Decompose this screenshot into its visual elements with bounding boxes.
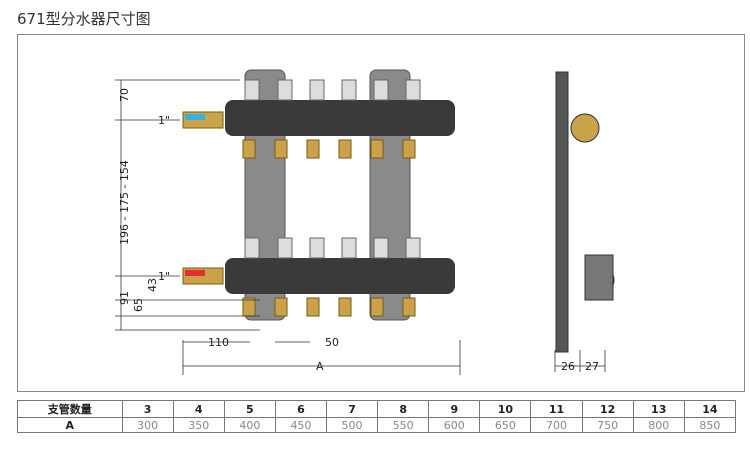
table-cell: 550 xyxy=(377,417,430,433)
row-header: 支管数量 xyxy=(17,400,123,418)
dim-110: 110 xyxy=(208,336,229,349)
table-cell: 11 xyxy=(530,400,583,418)
table-cell: 13 xyxy=(632,400,685,418)
table-cell: 7 xyxy=(325,400,379,418)
dim-A: A xyxy=(316,360,324,373)
diagram-frame xyxy=(17,34,745,392)
dim-50: 50 xyxy=(325,336,339,349)
page-title: 671型分水器尺寸图 xyxy=(17,10,151,28)
row-header: A xyxy=(17,417,123,433)
outlets xyxy=(242,139,416,317)
dim-65: 65 xyxy=(132,298,145,312)
table-cell: 350 xyxy=(172,417,225,433)
supply-bar xyxy=(225,100,455,294)
table-cell: 400 xyxy=(223,417,276,433)
side-view xyxy=(555,71,615,353)
manifold-diagram: 70 196 - 175 - 154 91 65 43 1" 1" 110 50… xyxy=(115,69,615,375)
table-cell: 750 xyxy=(581,417,634,433)
valves-top xyxy=(244,79,421,259)
dim-27: 27 xyxy=(585,360,599,373)
table-cell: 650 xyxy=(479,417,532,433)
table-cell: 9 xyxy=(428,400,481,418)
dimension-lines xyxy=(115,79,606,375)
dim-43: 43 xyxy=(146,278,159,292)
table-cell: 10 xyxy=(479,400,532,418)
dim-1in-bottom: 1" xyxy=(158,270,170,283)
table-cell: 12 xyxy=(581,400,634,418)
table-cell: 6 xyxy=(274,400,328,418)
table-cell: 850 xyxy=(683,417,737,433)
table-cell: 450 xyxy=(274,417,328,433)
table-cell: 5 xyxy=(223,400,276,418)
table-cell: 800 xyxy=(632,417,685,433)
dim-70: 70 xyxy=(118,88,131,102)
table-cell: 600 xyxy=(428,417,481,433)
table-cell: 8 xyxy=(377,400,430,418)
table-cell: 4 xyxy=(172,400,225,418)
dim-91: 91 xyxy=(118,291,131,305)
dim-1in-top: 1" xyxy=(158,114,170,127)
dim-26: 26 xyxy=(561,360,575,373)
table-cell: 700 xyxy=(530,417,583,433)
table-cell: 3 xyxy=(121,400,174,418)
table-cell: 14 xyxy=(683,400,737,418)
table-cell: 500 xyxy=(325,417,379,433)
table-cell: 300 xyxy=(121,417,174,433)
dim-height-range: 196 - 175 - 154 xyxy=(118,160,131,245)
